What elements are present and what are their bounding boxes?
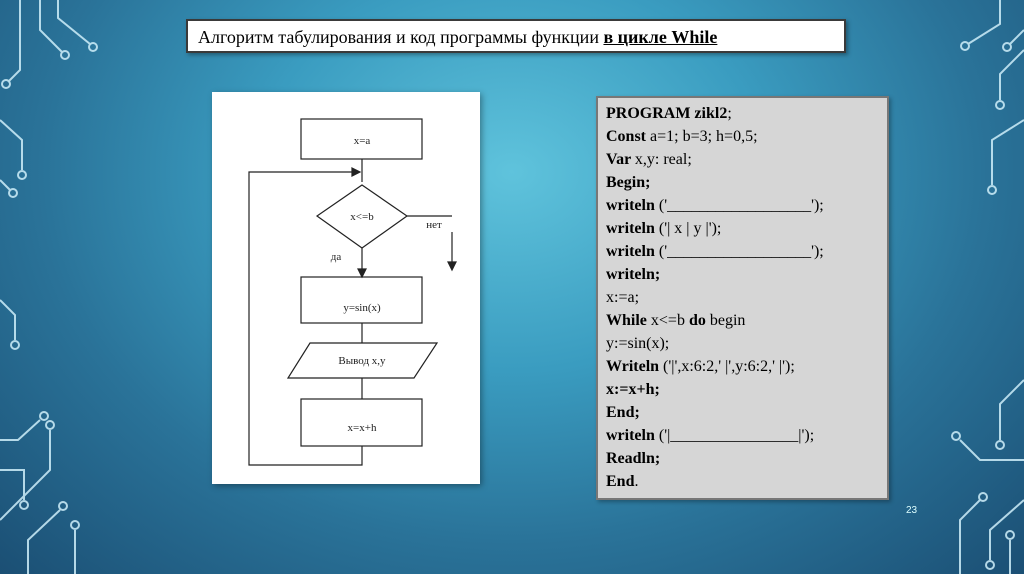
code-token: End — [606, 473, 635, 490]
code-line: writeln; — [606, 263, 887, 286]
flowchart-diagram: x=a x<=b нет да y=sin(x) Вывод x,y x=x+h — [248, 118, 457, 466]
code-token: Var — [606, 151, 635, 168]
code-token: Begin; — [606, 174, 651, 191]
code-token: writeln — [606, 243, 659, 260]
yes-label: да — [331, 251, 342, 263]
code-token: writeln — [606, 220, 659, 237]
code-token: End; — [606, 404, 640, 421]
code-line: Begin; — [606, 171, 887, 194]
code-token: ('| x | y |'); — [658, 220, 722, 237]
code-token: Const — [606, 128, 651, 145]
code-line: writeln ('__________________'); — [606, 240, 887, 263]
code-token: ('__________________'); — [658, 243, 824, 260]
title-underlined: в цикле While — [603, 27, 718, 47]
code-line: Writeln ('|',x:6:2,' |',y:6:2,' |'); — [606, 355, 887, 378]
code-listing: PROGRAM zikl2;Const a=1; b=3; h=0,5;Var … — [596, 96, 889, 500]
title-prefix: Алгоритм табулирования и код программы ф… — [198, 27, 604, 47]
condition-label: x<=b — [350, 211, 374, 223]
increment-label: x=x+h — [348, 422, 377, 434]
code-token: While — [606, 312, 651, 329]
output-block — [286, 342, 439, 379]
code-token: Writeln — [606, 358, 664, 375]
code-token: y:=sin(x); — [606, 335, 670, 352]
code-line: End. — [606, 470, 887, 493]
code-token: do — [688, 312, 710, 329]
code-token: PROGRAM zikl2 — [606, 105, 728, 122]
code-token: . — [634, 473, 639, 490]
code-line: While x<=b do begin — [606, 309, 887, 332]
compute-label: y=sin(x) — [343, 302, 381, 314]
code-token: begin — [709, 312, 746, 329]
code-token: x,y: real; — [634, 151, 692, 168]
code-line: writeln ('__________________'); — [606, 194, 887, 217]
slide-title: Алгоритм табулирования и код программы ф… — [186, 19, 846, 53]
code-line: x:=a; — [606, 286, 887, 309]
code-line: End; — [606, 401, 887, 424]
init-label: x=a — [354, 135, 371, 147]
flowchart-panel: x=a x<=b нет да y=sin(x) Вывод x,y x=x+h — [212, 92, 480, 484]
code-line: Const a=1; b=3; h=0,5; — [606, 125, 887, 148]
code-token: Readln; — [606, 450, 661, 467]
no-label: нет — [426, 219, 442, 231]
code-token: a=1; b=3; h=0,5; — [650, 128, 758, 145]
code-token: x<=b — [650, 312, 689, 329]
code-token: x:=x+h; — [606, 381, 660, 398]
code-token: writeln; — [606, 266, 661, 283]
code-token: writeln — [606, 197, 659, 214]
slide-number: 23 — [906, 505, 918, 516]
code-token: ('__________________'); — [658, 197, 824, 214]
code-line: x:=x+h; — [606, 378, 887, 401]
code-line: Readln; — [606, 447, 887, 470]
code-token: x:=a; — [606, 289, 640, 306]
code-line: writeln ('|________________|'); — [606, 424, 887, 447]
code-token: ; — [727, 105, 732, 122]
code-line: writeln ('| x | y |'); — [606, 217, 887, 240]
code-line: Var x,y: real; — [606, 148, 887, 171]
code-line: y:=sin(x); — [606, 332, 887, 355]
output-label: Вывод x,y — [338, 355, 386, 367]
code-token: ('|________________|'); — [658, 427, 815, 444]
code-line: PROGRAM zikl2; — [606, 102, 887, 125]
code-token: writeln — [606, 427, 659, 444]
code-token: ('|',x:6:2,' |',y:6:2,' |'); — [663, 358, 795, 375]
compute-block — [300, 276, 423, 324]
